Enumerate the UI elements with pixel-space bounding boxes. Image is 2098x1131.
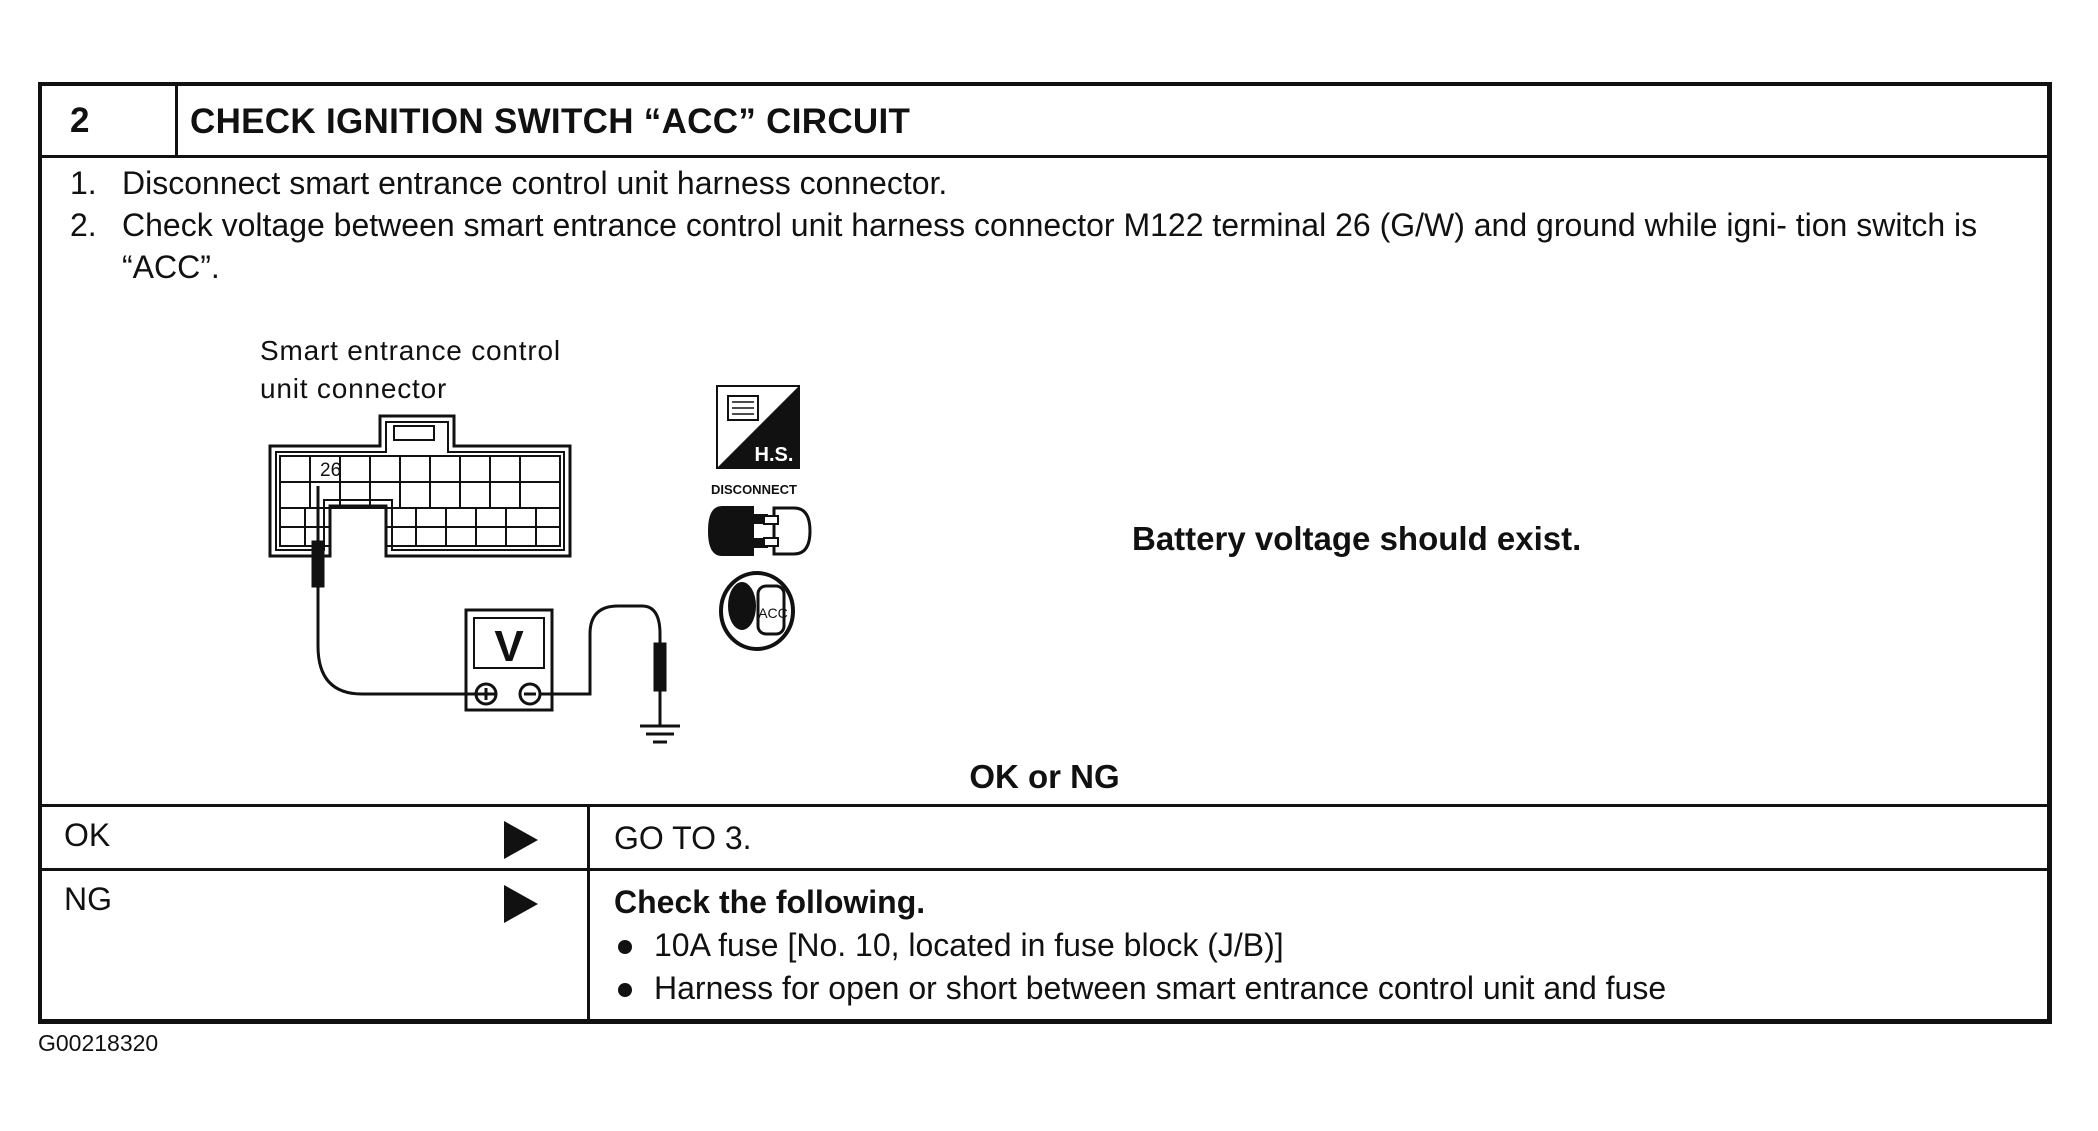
check-list: 10A fuse [No. 10, located in fuse block … bbox=[614, 924, 1666, 1010]
ignition-key-acc-icon: ACC bbox=[719, 571, 795, 651]
hs-icon-label: H.S. bbox=[755, 444, 794, 466]
outcome-label-cell: OK bbox=[42, 807, 590, 868]
step-header: 2 CHECK IGNITION SWITCH “ACC” CIRCUIT bbox=[42, 86, 2047, 158]
arrow-right-icon bbox=[504, 885, 538, 923]
disconnect-icon: DISCONNECT bbox=[708, 482, 812, 556]
step-title: CHECK IGNITION SWITCH “ACC” CIRCUIT bbox=[190, 102, 911, 141]
hs-icon: H.S. bbox=[716, 385, 800, 469]
connector-housing bbox=[268, 414, 572, 558]
voltmeter bbox=[464, 608, 554, 712]
connector-label: Smart entrance control unit connector bbox=[260, 332, 561, 408]
outcome-label: OK bbox=[64, 817, 111, 853]
instruction-text: Disconnect smart entrance control unit h… bbox=[122, 165, 948, 201]
meter-symbol: V bbox=[494, 622, 524, 671]
ok-or-ng-heading: OK or NG bbox=[969, 758, 1120, 795]
wiring-diagram: 26 V H.S. DISCONNECT ACC bbox=[268, 385, 812, 744]
check-heading: Check the following. bbox=[614, 884, 926, 920]
instruction-item: 1. Disconnect smart entrance control uni… bbox=[70, 162, 2030, 204]
outcome-row-ng: NG Check the following. 10A fuse [No. 10… bbox=[42, 868, 2047, 1019]
instruction-number: 1. bbox=[70, 165, 97, 201]
step-number: 2 bbox=[42, 86, 178, 155]
key-icon-label: ACC bbox=[758, 605, 788, 621]
outcome-row-ok: OK GO TO 3. bbox=[42, 804, 2047, 868]
outcome-label: NG bbox=[64, 881, 112, 917]
procedure-table: 2 CHECK IGNITION SWITCH “ACC” CIRCUIT 1.… bbox=[38, 82, 2052, 1024]
check-item: Harness for open or short between smart … bbox=[614, 967, 1666, 1010]
probe-terminal-26 bbox=[311, 486, 325, 646]
outcome-action: Check the following. 10A fuse [No. 10, l… bbox=[614, 881, 1666, 1010]
connector-terminal-grid bbox=[279, 455, 561, 547]
ground-probe bbox=[640, 642, 680, 744]
instruction-item: 2. Check voltage between smart entrance … bbox=[70, 204, 2030, 288]
lead-wire-positive bbox=[316, 645, 496, 696]
lead-wire-negative bbox=[540, 604, 662, 696]
check-item: 10A fuse [No. 10, located in fuse block … bbox=[614, 924, 1666, 967]
figure-id: G00218320 bbox=[38, 1030, 159, 1056]
outcome-label-cell: NG bbox=[42, 871, 590, 1019]
connector-label-line2: unit connector bbox=[260, 373, 448, 404]
instruction-number: 2. bbox=[70, 207, 97, 243]
outcome-action: GO TO 3. bbox=[614, 820, 752, 856]
instruction-list: 1. Disconnect smart entrance control uni… bbox=[70, 162, 2030, 288]
arrow-right-icon bbox=[504, 821, 538, 859]
disconnect-icon-label: DISCONNECT bbox=[711, 482, 797, 497]
expected-result: Battery voltage should exist. bbox=[1132, 520, 1582, 557]
instruction-text: Check voltage between smart entrance con… bbox=[122, 207, 1978, 285]
terminal-label: 26 bbox=[320, 460, 341, 481]
connector-label-line1: Smart entrance control bbox=[260, 335, 561, 366]
